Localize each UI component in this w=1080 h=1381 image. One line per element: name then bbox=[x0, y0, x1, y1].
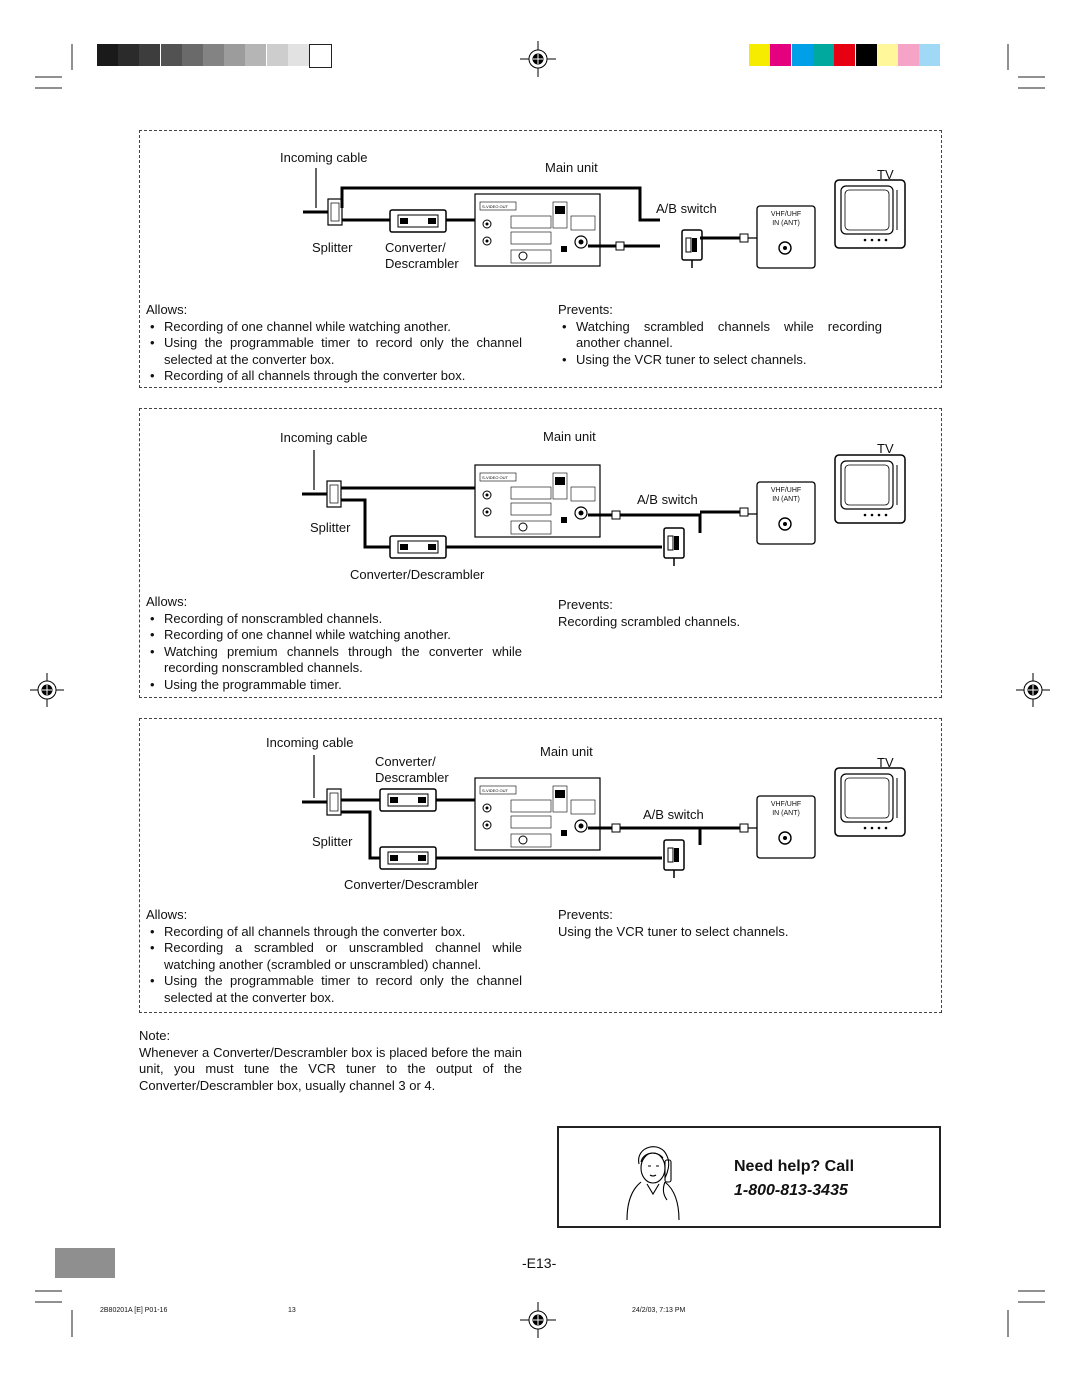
converter-label: Converter/ bbox=[375, 754, 436, 769]
diagram-1-allows: Allows: Recording of one channel while w… bbox=[146, 302, 522, 385]
list-item: Recording of nonscrambled channels. bbox=[146, 611, 522, 628]
prevents-text: Using the VCR tuner to select channels. bbox=[558, 923, 789, 939]
color-swatch bbox=[855, 44, 877, 66]
note: Note: Whenever a Converter/Descrambler b… bbox=[139, 1028, 522, 1094]
list-item: Watching premium channels through the co… bbox=[146, 644, 522, 677]
page-tab bbox=[55, 1248, 115, 1278]
in-ant-label: IN (ANT) bbox=[772, 496, 800, 503]
diagram-3-allows: Allows: Recording of all channels throug… bbox=[146, 907, 522, 1006]
main-unit-label: Main unit bbox=[545, 160, 598, 175]
color-swatch bbox=[812, 44, 834, 66]
diagram-1-artwork bbox=[303, 168, 906, 269]
color-swatch bbox=[791, 44, 813, 66]
gray-swatch bbox=[181, 44, 203, 66]
footer-page: 13 bbox=[288, 1307, 296, 1314]
list-item: Recording a scrambled or unscrambled cha… bbox=[146, 940, 522, 973]
incoming-cable-label: Incoming cable bbox=[280, 150, 368, 165]
list-item: Using the programmable timer to record o… bbox=[146, 973, 522, 1006]
list-item: Using the programmable timer to record o… bbox=[146, 335, 522, 368]
help-phone-number[interactable]: 1-800-813-3435 bbox=[734, 1182, 848, 1199]
prevents-title: Prevents: bbox=[558, 302, 613, 317]
diagram-1-prevents: Prevents: Watching scrambled channels wh… bbox=[558, 302, 882, 368]
vhf-uhf-label: VHF/UHF bbox=[770, 211, 802, 218]
descrambler-label: Descrambler bbox=[375, 770, 449, 785]
list-item: Recording of one channel while watching … bbox=[146, 319, 522, 336]
gray-swatch bbox=[266, 44, 288, 66]
list-item: Recording of one channel while watching … bbox=[146, 627, 522, 644]
prevents-title: Prevents: bbox=[558, 597, 613, 612]
color-swatch bbox=[770, 44, 792, 66]
tv-label: TV bbox=[877, 755, 894, 770]
diagram-2-allows: Allows: Recording of nonscrambled channe… bbox=[146, 594, 522, 693]
in-ant-label: IN (ANT) bbox=[772, 810, 800, 817]
color-swatch bbox=[898, 44, 920, 66]
splitter-label: Splitter bbox=[312, 240, 353, 255]
diagram-3-artwork bbox=[302, 755, 906, 879]
vhf-uhf-label: VHF/UHF bbox=[770, 487, 802, 494]
tv-label: TV bbox=[877, 167, 894, 182]
diagram-2-artwork bbox=[302, 450, 906, 567]
prevents-text: Recording scrambled channels. bbox=[558, 613, 741, 629]
gray-swatch bbox=[203, 44, 224, 66]
color-swatch bbox=[919, 44, 941, 66]
list-item: Watching scrambled channels while record… bbox=[558, 319, 882, 352]
list-item: Using the VCR tuner to select channels. bbox=[558, 352, 882, 369]
support-agent-icon bbox=[626, 1146, 680, 1221]
converter-label: Converter/ bbox=[385, 240, 446, 255]
diagram-3-frame bbox=[139, 718, 942, 1013]
registration-target-icon bbox=[30, 673, 64, 707]
footer-date: 24/2/03, 7:13 PM bbox=[632, 1307, 686, 1314]
gray-swatch bbox=[224, 44, 246, 66]
gray-swatch bbox=[97, 44, 118, 66]
splitter-label: Splitter bbox=[310, 520, 351, 535]
note-title: Note: bbox=[139, 1028, 171, 1043]
vhf-uhf-label: VHF/UHF bbox=[770, 801, 802, 808]
gray-swatch bbox=[309, 44, 332, 68]
registration-target-icon bbox=[520, 1302, 556, 1338]
allows-title: Allows: bbox=[146, 907, 188, 922]
color-swatch bbox=[834, 44, 856, 66]
diagram-2-prevents: Prevents: Recording scrambled channels. bbox=[558, 597, 882, 630]
registration-target-icon bbox=[520, 41, 556, 77]
gray-swatch bbox=[287, 44, 309, 66]
allows-title: Allows: bbox=[146, 594, 188, 609]
list-item: Using the programmable timer. bbox=[146, 677, 522, 694]
incoming-cable-label: Incoming cable bbox=[280, 430, 368, 445]
diagram-1-frame bbox=[139, 130, 942, 388]
diagram-2-frame bbox=[139, 408, 942, 698]
diagram-3-prevents: Prevents: Using the VCR tuner to select … bbox=[558, 907, 882, 940]
gray-swatch bbox=[160, 44, 182, 66]
allows-title: Allows: bbox=[146, 302, 188, 317]
list-item: Recording of all channels through the co… bbox=[146, 368, 522, 385]
gray-swatch bbox=[245, 44, 267, 66]
color-swatch bbox=[876, 44, 898, 66]
in-ant-label: IN (ANT) bbox=[772, 220, 800, 227]
gray-swatch bbox=[118, 44, 140, 66]
ab-switch-label: A/B switch bbox=[656, 201, 717, 216]
help-box: Need help? Call 1-800-813-3435 bbox=[557, 1126, 941, 1228]
note-text: Whenever a Converter/Descrambler box is … bbox=[139, 1044, 522, 1093]
list-item: Recording of all channels through the co… bbox=[146, 924, 522, 941]
help-title: Need help? Call bbox=[734, 1158, 855, 1175]
splitter-label: Splitter bbox=[312, 834, 353, 849]
gray-swatch bbox=[139, 44, 161, 66]
registration-target-icon bbox=[1016, 673, 1050, 707]
page-number: -E13- bbox=[522, 1255, 557, 1271]
ab-switch-label: A/B switch bbox=[643, 807, 704, 822]
descrambler-label: Descrambler bbox=[385, 256, 459, 271]
prevents-title: Prevents: bbox=[558, 907, 613, 922]
tv-label: TV bbox=[877, 441, 894, 456]
main-unit-label: Main unit bbox=[540, 744, 593, 759]
converter-descrambler-label: Converter/Descrambler bbox=[344, 877, 479, 892]
ab-switch-label: A/B switch bbox=[637, 492, 698, 507]
footer-code: 2B80201A [E] P01-16 bbox=[100, 1307, 168, 1314]
converter-descrambler-label: Converter/Descrambler bbox=[350, 567, 485, 582]
incoming-cable-label: Incoming cable bbox=[266, 735, 354, 750]
color-swatch bbox=[749, 44, 770, 66]
main-unit-label: Main unit bbox=[543, 429, 596, 444]
